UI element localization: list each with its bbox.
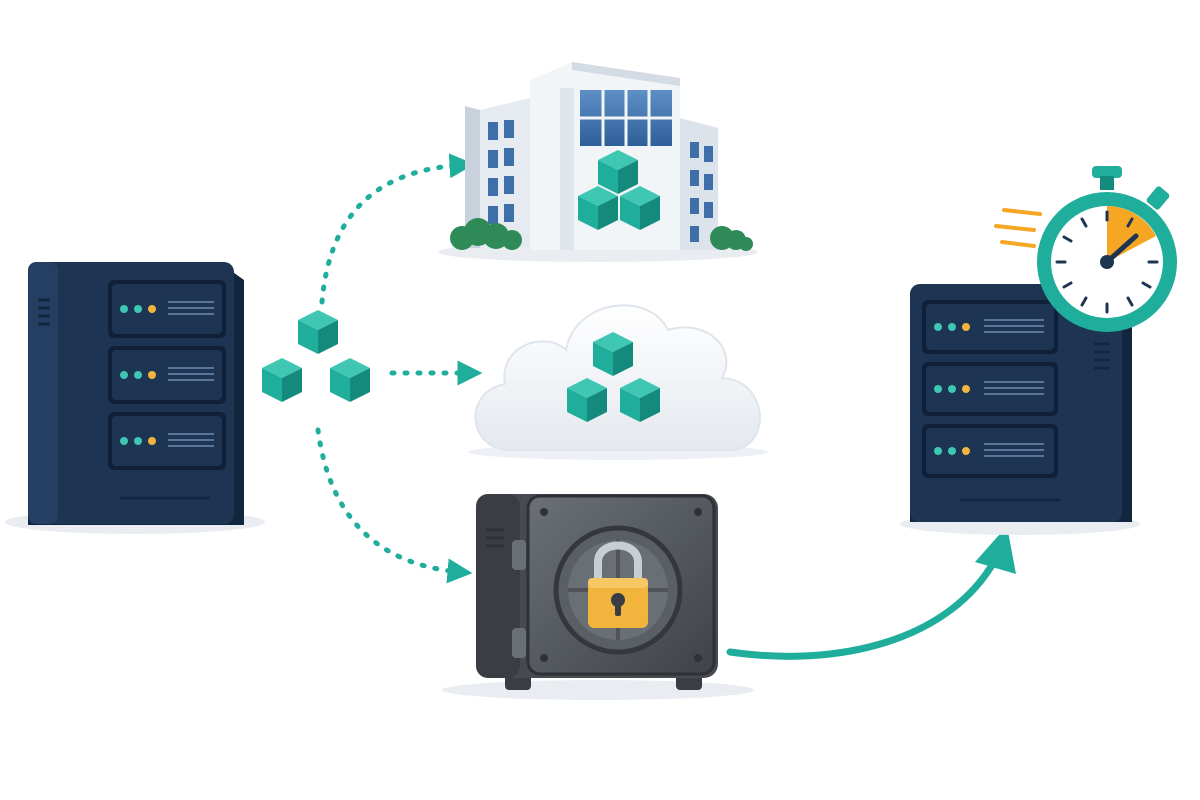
padlock-icon — [588, 541, 648, 628]
bush-left — [450, 218, 522, 250]
edge-to-office — [319, 153, 475, 305]
server-bay-2 — [922, 362, 1058, 416]
server-bay-1 — [108, 280, 226, 338]
office-building-icon — [438, 62, 758, 262]
data-blocks-icon — [262, 310, 370, 402]
edge-vault-to-recovery — [726, 526, 1016, 660]
bush-right — [710, 226, 753, 251]
stopwatch-icon — [994, 166, 1177, 332]
source-server — [5, 262, 265, 534]
server-bay-1 — [922, 300, 1058, 354]
speed-lines — [994, 208, 1042, 248]
server-bay-2 — [108, 346, 226, 404]
server-bay-3 — [922, 424, 1058, 478]
edge-to-vault — [315, 427, 473, 584]
server-bay-3 — [108, 412, 226, 470]
recovery-server — [900, 284, 1140, 535]
vault-lock-icon — [442, 494, 754, 700]
cloud-icon — [468, 304, 768, 460]
